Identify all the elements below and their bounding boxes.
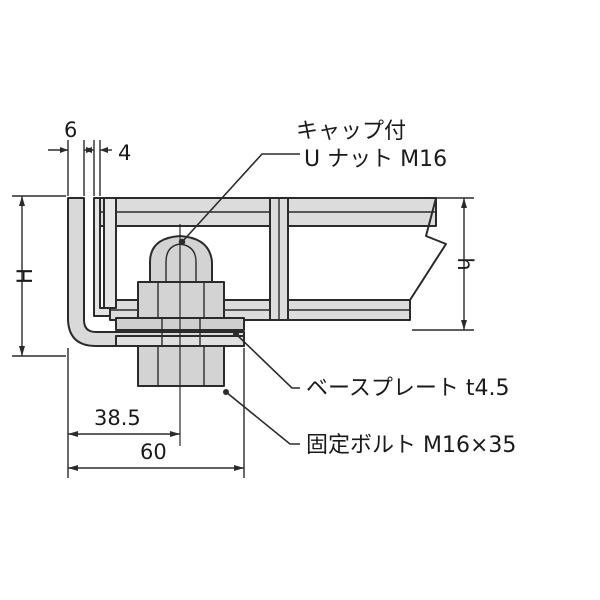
cap-nut — [137, 235, 225, 319]
callout-cap-nut-line1: キャップ付 — [296, 119, 406, 144]
leader-fixing-bolt — [223, 389, 300, 445]
dim-bolt-offset: 38.5 — [67, 348, 180, 478]
dim-height-total-label: H — [13, 268, 37, 284]
dim-bolt-offset-label: 38.5 — [94, 406, 141, 430]
dim-flange-thickness-label: 6 — [64, 118, 77, 142]
dim-height-total: H — [12, 195, 66, 357]
dim-overall-width: 60 — [68, 348, 245, 478]
dim-clearance-label: 4 — [118, 141, 131, 165]
dim-flange-thickness: 6 4 — [48, 118, 131, 196]
dim-height-grating: h — [412, 197, 477, 331]
dim-height-grating-label: h — [453, 257, 477, 270]
leader-base-plate — [233, 331, 300, 389]
dim-overall-width-label: 60 — [140, 440, 167, 464]
callout-cap-nut-line2: U ナット M16 — [304, 147, 447, 172]
leader-cap-nut — [178, 153, 300, 246]
callout-base-plate: ベースプレート t4.5 — [306, 376, 510, 401]
callout-fixing-bolt: 固定ボルト M16×35 — [306, 433, 516, 458]
fixing-bolt — [137, 317, 225, 387]
